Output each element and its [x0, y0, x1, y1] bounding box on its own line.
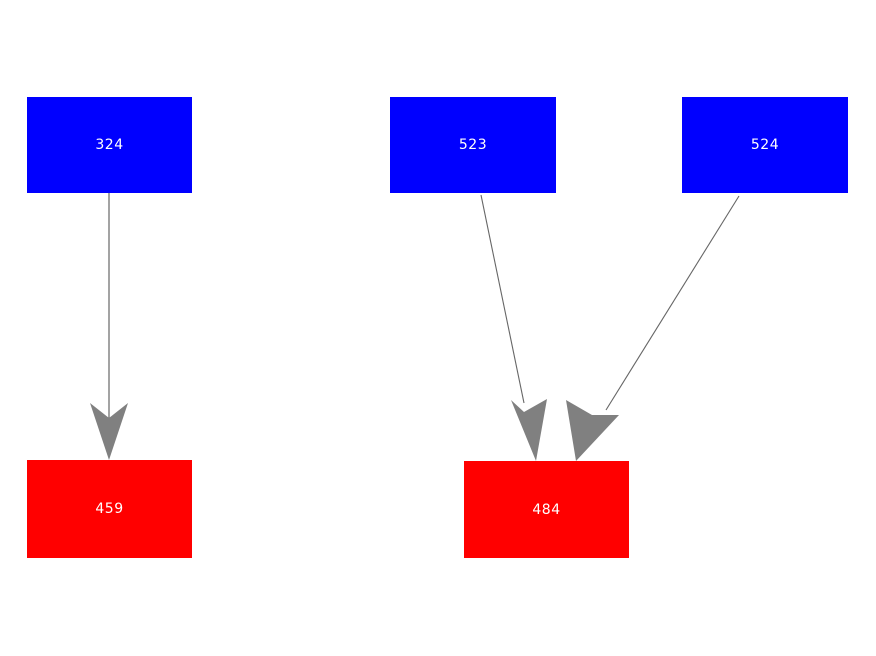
node-label: 524	[750, 137, 780, 153]
edge-524-to-484[interactable]	[566, 195, 740, 461]
arrowhead-icon	[90, 403, 128, 460]
node-label: 459	[95, 501, 124, 517]
graph-node-459[interactable]: 459	[27, 460, 192, 558]
graph-node-523[interactable]: 523	[390, 97, 556, 193]
arrowhead-icon	[566, 400, 619, 461]
node-label: 324	[95, 137, 124, 153]
graph-node-324[interactable]: 324	[27, 97, 192, 193]
arrowhead-icon	[511, 399, 547, 461]
graph-node-484[interactable]: 484	[464, 461, 629, 558]
edge-line	[480, 194, 525, 404]
edge-line	[605, 195, 740, 411]
graph-node-524[interactable]: 524	[682, 97, 848, 193]
edge-324-to-459[interactable]	[90, 193, 128, 460]
node-label: 523	[458, 137, 488, 153]
node-label: 484	[532, 501, 561, 518]
edge-523-to-484[interactable]	[480, 194, 547, 461]
